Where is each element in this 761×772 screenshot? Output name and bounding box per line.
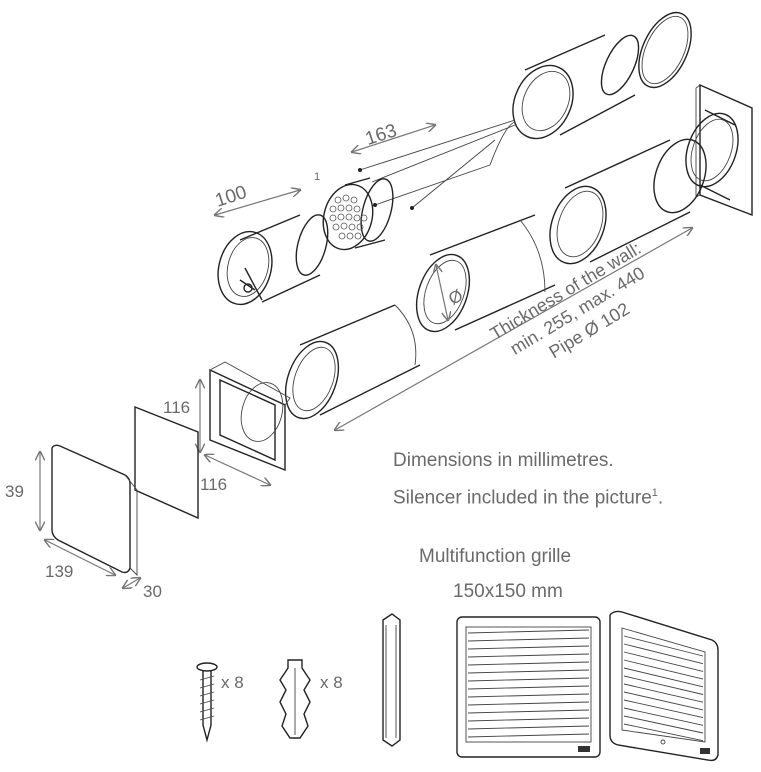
grille-slat xyxy=(467,701,590,706)
grille-perspective-view xyxy=(609,610,719,762)
cover-width-label: 139 xyxy=(45,562,73,581)
diameter-label: Ø xyxy=(445,286,466,309)
cover-height-label: 39 xyxy=(5,482,24,501)
screw-icon xyxy=(196,662,218,743)
frame-height-label: 116 xyxy=(163,398,190,417)
grille-slat xyxy=(623,667,704,688)
grille-slat xyxy=(623,683,704,703)
grille-slat xyxy=(467,661,590,666)
wall-thickness-note: Thickness of the wall: min. 255, max. 44… xyxy=(487,238,649,362)
screws-quantity: x 8 xyxy=(221,673,244,692)
grille-front-view xyxy=(456,616,601,758)
grille-slat xyxy=(467,685,590,690)
cover-depth-label: 30 xyxy=(143,582,162,601)
fan-length-label: 100 xyxy=(213,182,250,212)
cover-plate xyxy=(134,405,199,520)
dowels-quantity: x 8 xyxy=(320,673,343,692)
grille-slat xyxy=(467,669,590,674)
grille-slat xyxy=(623,691,704,711)
silencer-marker: 1 xyxy=(314,171,320,183)
grille-slat xyxy=(467,693,590,698)
grille-slat xyxy=(623,659,704,680)
pipe-segment-1 xyxy=(284,304,421,420)
fixing-rods xyxy=(352,119,516,210)
grille-slat xyxy=(467,725,590,730)
grille-slat xyxy=(467,653,590,658)
frame-width-label: 116 xyxy=(200,475,227,494)
grille-title: Multifunction grille xyxy=(419,546,572,567)
silencer-note-end: . xyxy=(657,487,664,509)
mounting-frame xyxy=(200,361,291,485)
grille-slat xyxy=(467,733,590,738)
wall-plug-icon xyxy=(279,659,311,739)
grille-slat xyxy=(623,699,704,719)
silencer xyxy=(322,177,394,251)
grille-slat xyxy=(467,637,590,642)
silencer-note-text: Silencer included in the picture xyxy=(393,487,652,509)
outer-wall-plate xyxy=(685,83,753,217)
grille-slat xyxy=(623,715,704,734)
grille-slat xyxy=(467,709,590,714)
sealing-ring xyxy=(638,11,692,89)
cone-reducer xyxy=(512,34,640,140)
grille-slat xyxy=(623,651,704,672)
grille-size: 150x150 mm xyxy=(453,581,563,602)
grille-slat xyxy=(467,717,590,722)
fan-unit xyxy=(210,190,329,306)
grille-slat xyxy=(623,635,704,657)
units-note: Dimensions in millimetres. xyxy=(393,450,614,471)
grille-slat xyxy=(467,629,590,634)
grille-slat xyxy=(467,645,590,650)
grille-slat xyxy=(467,677,590,682)
grille-slat xyxy=(623,643,704,665)
grille-slat xyxy=(623,707,704,726)
silencer-note: Silencer included in the picture1. xyxy=(393,487,663,509)
grille-side-view xyxy=(382,613,401,747)
wall-thickness-dimension-line xyxy=(335,228,692,430)
silencer-note-sup: 1 xyxy=(651,487,658,499)
rod-length-label: 163 xyxy=(363,120,400,150)
front-cover xyxy=(40,444,140,588)
grille-slat xyxy=(623,723,704,742)
grille-slat xyxy=(623,675,704,695)
